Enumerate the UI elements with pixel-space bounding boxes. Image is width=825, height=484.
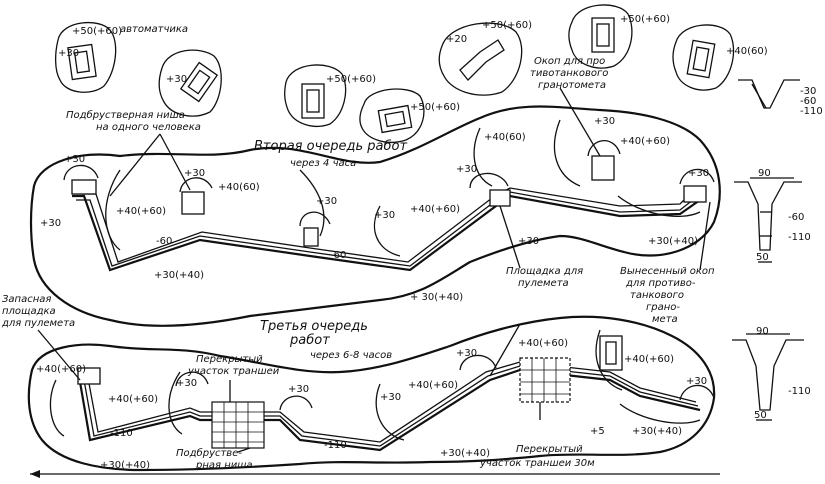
svg-text:+30: +30	[374, 210, 395, 221]
svg-text:+30: +30	[184, 168, 205, 179]
svg-text:+30: +30	[166, 74, 187, 85]
svg-text:Подбрустве-: Подбрустве-	[176, 447, 242, 459]
svg-text:+30: +30	[688, 168, 709, 179]
svg-text:через 4 часа: через 4 часа	[290, 158, 356, 169]
svg-text:на одного человека: на одного человека	[96, 122, 201, 133]
svg-text:+30: +30	[316, 196, 337, 207]
svg-text:Площадка для: Площадка для	[506, 266, 583, 277]
covered-section-left	[211, 401, 265, 449]
svg-text:-110: -110	[788, 232, 811, 243]
svg-text:-110: -110	[324, 440, 347, 451]
svg-text:+30: +30	[456, 164, 477, 175]
svg-text:+30: +30	[176, 378, 197, 389]
svg-text:Перекрытый: Перекрытый	[196, 354, 263, 365]
covered-section-right	[519, 357, 571, 403]
svg-text:+30: +30	[380, 392, 401, 403]
svg-text:автоматчика: автоматчика	[120, 24, 188, 35]
svg-text:-60: -60	[788, 212, 804, 223]
svg-text:-60: -60	[156, 236, 172, 247]
svg-text:через 6-8 часов: через 6-8 часов	[310, 350, 392, 361]
svg-text:-110: -110	[800, 106, 823, 117]
svg-text:+50(+60): +50(+60)	[410, 102, 460, 113]
svg-text:гранотомета: гранотомета	[538, 80, 606, 91]
svg-text:-60: -60	[330, 250, 346, 261]
second-trench	[63, 140, 715, 272]
leader-lines	[37, 87, 711, 453]
svg-text:Вынесенный окоп: Вынесенный окоп	[620, 266, 715, 277]
svg-text:+50(+60): +50(+60)	[326, 74, 376, 85]
svg-text:+30: +30	[40, 218, 61, 229]
svg-text:тивотанкового: тивотанкового	[530, 68, 608, 79]
svg-text:+40(60): +40(60)	[218, 182, 260, 193]
third-trench	[77, 335, 715, 452]
svg-text:+20: +20	[446, 34, 467, 45]
svg-text:+40(+60): +40(+60)	[36, 364, 86, 375]
svg-text:+30(+40): +30(+40)	[440, 448, 490, 459]
svg-text:участок траншеи 30м: участок траншеи 30м	[479, 458, 595, 469]
svg-text:+40(+60): +40(+60)	[518, 338, 568, 349]
svg-text:50: 50	[754, 410, 767, 421]
small-emplacements	[54, 4, 735, 143]
svg-text:Третья очередь: Третья очередь	[260, 319, 368, 334]
svg-text:+40(60): +40(60)	[484, 132, 526, 143]
svg-text:+ 30(+40): + 30(+40)	[410, 292, 463, 303]
svg-text:рная ниша: рная ниша	[195, 460, 253, 471]
svg-text:+40(+60): +40(+60)	[620, 136, 670, 147]
svg-text:+40(+60): +40(+60)	[108, 394, 158, 405]
third-stage-outline	[27, 315, 716, 472]
svg-text:+30(+40): +30(+40)	[632, 426, 682, 437]
svg-text:+50(+60): +50(+60)	[482, 20, 532, 31]
svg-text:+40(+60): +40(+60)	[624, 354, 674, 365]
svg-text:+40(+60): +40(+60)	[408, 380, 458, 391]
svg-text:90: 90	[756, 326, 769, 337]
svg-text:+40(+60): +40(+60)	[116, 206, 166, 217]
svg-text:+5: +5	[590, 426, 605, 437]
svg-text:+30: +30	[58, 48, 79, 59]
svg-text:работ: работ	[289, 333, 330, 348]
svg-text:+30: +30	[64, 154, 85, 165]
svg-text:для пулемета: для пулемета	[1, 318, 75, 329]
svg-text:для противо-: для противо-	[625, 278, 696, 289]
svg-text:+30: +30	[518, 236, 539, 247]
cross-sections	[732, 79, 804, 421]
svg-text:+30: +30	[456, 348, 477, 359]
svg-text:50: 50	[756, 252, 769, 263]
svg-text:Окоп для про: Окоп для про	[534, 56, 605, 67]
svg-text:+50(+60): +50(+60)	[72, 26, 122, 37]
svg-text:+30(+40): +30(+40)	[100, 460, 150, 471]
second-stage-outline	[29, 105, 721, 327]
svg-text:танкового: танкового	[630, 290, 684, 301]
svg-text:площадка: площадка	[2, 306, 56, 317]
svg-text:-60: -60	[800, 96, 816, 107]
bottom-arrow	[30, 470, 720, 478]
svg-text:Вторая очередь работ: Вторая очередь работ	[254, 139, 407, 154]
text-labels: автоматчика +50(+60) +30 +30 +50(+60) +5…	[1, 14, 823, 471]
svg-text:пулемета: пулемета	[518, 278, 569, 289]
svg-text:+50(+60): +50(+60)	[620, 14, 670, 25]
svg-text:-110: -110	[788, 386, 811, 397]
svg-text:+30(+40): +30(+40)	[154, 270, 204, 281]
svg-text:грано-: грано-	[646, 302, 680, 313]
svg-text:Запасная: Запасная	[2, 294, 51, 305]
svg-text:мета: мета	[652, 314, 678, 325]
svg-text:Подбрустверная ниша: Подбрустверная ниша	[66, 109, 185, 121]
svg-text:Перекрытый: Перекрытый	[516, 444, 583, 455]
svg-text:-110: -110	[110, 428, 133, 439]
svg-text:+30: +30	[288, 384, 309, 395]
svg-text:+40(+60): +40(+60)	[410, 204, 460, 215]
svg-text:90: 90	[758, 168, 771, 179]
svg-text:+30(+40): +30(+40)	[648, 236, 698, 247]
svg-text:+30: +30	[594, 116, 615, 127]
svg-text:+40(60): +40(60)	[726, 46, 768, 57]
svg-text:+30: +30	[686, 376, 707, 387]
svg-text:-30: -30	[800, 86, 816, 97]
svg-text:участок траншеи: участок траншеи	[187, 366, 280, 377]
